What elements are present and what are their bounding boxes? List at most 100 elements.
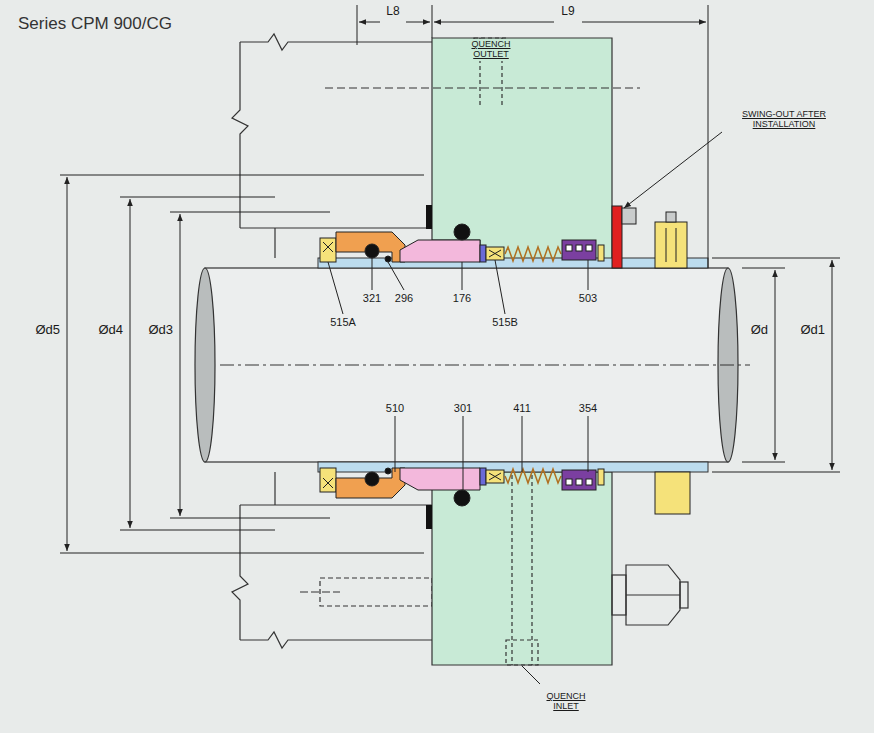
seal-components-part — [400, 240, 480, 262]
dimension-line-part — [170, 212, 330, 213]
diameter-label: Ød3 — [146, 322, 175, 338]
diameter-label: Ød — [749, 322, 770, 338]
pump-housing-part — [240, 227, 432, 228]
dimension-line-part — [712, 472, 840, 473]
seal-components-part — [576, 245, 582, 251]
pump-housing-part — [240, 504, 432, 505]
leader-line-part — [522, 666, 540, 684]
diameter-label: Ød5 — [33, 322, 62, 338]
port-label: QUENCH INLET — [535, 691, 597, 713]
seal-components-part — [320, 238, 336, 262]
dimension-line-part — [432, 5, 433, 38]
leader-line-part — [388, 262, 404, 290]
swing-out-clip-part — [612, 206, 622, 268]
dimension-line-part — [742, 268, 785, 269]
seal-components-part — [586, 245, 592, 251]
diameter-label: Ød4 — [96, 322, 125, 338]
title: Series CPM 900/CG — [18, 14, 172, 34]
callout-number: 296 — [393, 291, 415, 305]
drive-collar-part — [666, 228, 667, 262]
pump-housing-part — [274, 228, 275, 258]
seal-components-part — [505, 247, 561, 261]
gland-part — [506, 640, 538, 665]
seal-components-part — [323, 242, 333, 252]
gland-nut-part — [612, 575, 626, 615]
gland-part — [325, 87, 640, 88]
callout-number: 503 — [577, 291, 599, 305]
callout-number: 515A — [328, 315, 358, 329]
port-label: QUENCH OUTLET — [460, 39, 522, 61]
drive-collar-part — [655, 222, 687, 268]
pump-housing-part — [232, 42, 248, 228]
note-label: SWING-OUT AFTER INSTALLATION — [724, 109, 844, 131]
dimension-line-part — [434, 22, 554, 23]
dimension-line-part — [359, 22, 380, 23]
pump-housing-part — [232, 505, 248, 640]
seal-components-part — [480, 245, 486, 262]
dimension-line-part — [120, 530, 275, 531]
callout-number: 176 — [451, 291, 473, 305]
dimension-line-part — [742, 462, 785, 463]
gland-nut-part — [680, 582, 688, 608]
sleeve — [318, 258, 708, 472]
pump-housing-part — [240, 632, 432, 648]
seal-components-part — [562, 240, 596, 260]
drive-collar-part — [666, 212, 676, 222]
leader-line-part — [395, 416, 396, 472]
gland-nut-part — [626, 565, 680, 625]
seal-components-part — [454, 224, 470, 240]
dimension-line-part — [67, 177, 68, 551]
callout-number: 321 — [361, 291, 383, 305]
gland-nut-part — [626, 594, 680, 595]
seal-components — [320, 224, 604, 262]
seal-components-part — [598, 245, 604, 261]
dimension-line-part — [406, 22, 430, 23]
leader-line-part — [588, 260, 589, 290]
dimension-label: L8 — [384, 4, 401, 19]
callout-number: 354 — [577, 401, 599, 415]
callout-number: 510 — [384, 401, 406, 415]
dimension-line-part — [832, 260, 833, 470]
seal-components-part — [486, 247, 504, 260]
diameter-label: Ød1 — [798, 322, 827, 338]
dimension-line-part — [180, 214, 181, 516]
seal-components-part — [489, 250, 501, 257]
leader-line-part — [522, 416, 523, 472]
dimension-line-part — [60, 175, 424, 176]
callout-number: 301 — [452, 401, 474, 415]
leader-line-part — [588, 416, 589, 472]
dimension-line-part — [60, 553, 424, 554]
dimension-line-part — [357, 5, 358, 45]
callout-number: 515B — [490, 315, 520, 329]
dimension-line-part — [708, 5, 709, 268]
dimension-line-part — [582, 22, 706, 23]
shaft-part — [220, 365, 750, 366]
dimension-line-part — [712, 258, 840, 259]
leader-line-part — [624, 132, 722, 208]
pump-housing-part — [300, 591, 340, 592]
seal-components-part — [566, 245, 572, 251]
shaft — [195, 268, 750, 462]
drive-collar-part — [655, 472, 690, 514]
dimension-line-part — [130, 199, 131, 528]
gasket-part — [426, 505, 432, 529]
leader-line — [328, 132, 722, 684]
drive-collar — [655, 212, 690, 514]
leader-line-part — [372, 258, 373, 290]
callout-number: 411 — [511, 401, 533, 415]
swing-out-clip — [612, 206, 636, 268]
dimension-line-part — [120, 197, 275, 198]
shaft-part — [195, 268, 215, 462]
pump-housing-part — [240, 34, 432, 50]
gland-part — [531, 475, 532, 665]
leader-line-part — [462, 262, 463, 290]
gland-nut — [612, 565, 688, 625]
gland-part — [511, 475, 512, 665]
leader-line-part — [495, 260, 505, 314]
pump-housing-part — [274, 472, 275, 505]
dimension-label: L9 — [559, 4, 576, 19]
seal-components-lower — [320, 468, 604, 506]
dimension-line — [60, 5, 840, 553]
leader-line-part — [463, 416, 464, 490]
leader-line-part — [328, 262, 343, 314]
